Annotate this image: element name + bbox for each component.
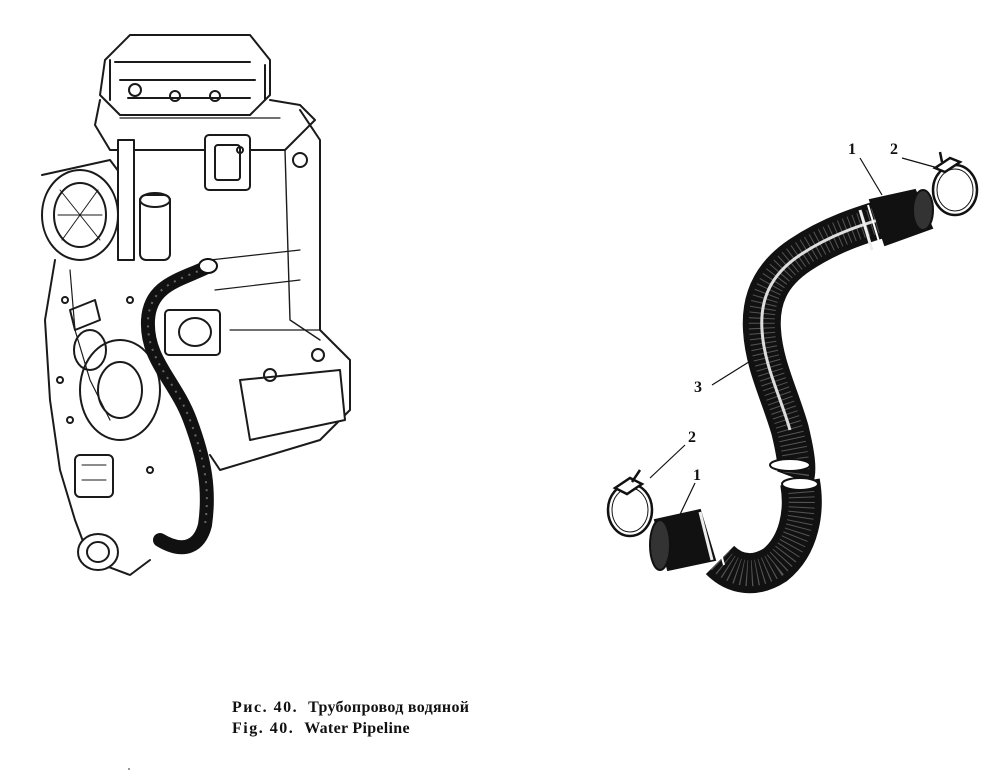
caption-line-russian: Рис. 40. Трубопровод водяной xyxy=(232,697,469,718)
caption-ru-title: Трубопровод водяной xyxy=(308,699,470,716)
callout-1-upper: 1 xyxy=(848,141,856,158)
callout-2-lower: 2 xyxy=(688,429,696,446)
leader-line-2-lower xyxy=(649,444,686,479)
hose-end-lower xyxy=(649,508,725,572)
engine-block-drawing xyxy=(41,34,351,576)
leader-line-1-upper xyxy=(859,157,883,196)
clamp-upper xyxy=(931,151,979,217)
pipeline-exploded-view: 1 2 3 2 1 xyxy=(606,141,979,594)
figure-40-illustration: 1 2 3 2 1 xyxy=(41,34,979,594)
leader-line-3 xyxy=(711,359,753,386)
caption-en-title: Water Pipeline xyxy=(304,720,410,737)
caption-ru-prefix: Рис. 40. xyxy=(232,699,299,716)
leader-line-2-upper xyxy=(901,157,939,169)
callout-1-lower: 1 xyxy=(693,467,701,484)
hose-end-upper xyxy=(858,188,934,251)
caption-line-english: Fig. 40. Water Pipeline xyxy=(232,718,469,739)
leader-line-1-lower xyxy=(674,482,696,526)
caption-en-prefix: Fig. 40. xyxy=(232,720,295,737)
installed-water-pipe xyxy=(140,258,218,555)
callout-2-upper: 2 xyxy=(890,141,898,158)
callout-3: 3 xyxy=(694,379,702,396)
figure-caption: Рис. 40. Трубопровод водяной Fig. 40. Wa… xyxy=(232,697,469,739)
scan-artifact-dot xyxy=(128,768,130,770)
clamp-lower xyxy=(606,469,654,538)
